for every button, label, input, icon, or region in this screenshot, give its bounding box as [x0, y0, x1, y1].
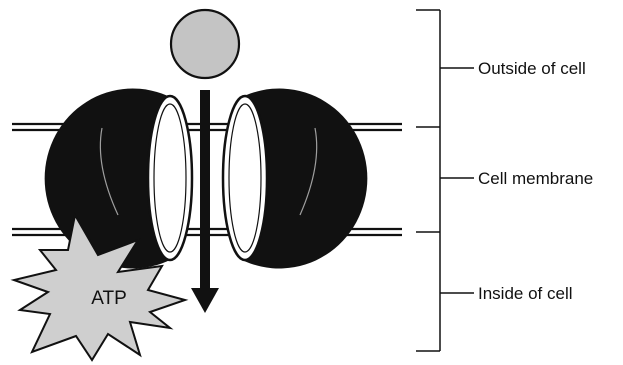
channel-protein-right-half: [221, 88, 368, 269]
channel-protein-left-half: [44, 88, 194, 269]
atp-burst-shape: [10, 212, 189, 362]
outside-of-cell-label: Outside of cell: [478, 59, 586, 78]
inside-of-cell-label: Inside of cell: [478, 284, 573, 303]
transported-molecule: [169, 8, 241, 80]
region-bracket: [416, 9, 474, 352]
cell-membrane-label: Cell membrane: [478, 169, 593, 188]
atp-label: ATP: [91, 288, 127, 309]
transport-direction-arrow: [191, 90, 219, 313]
atp-burst: ATP: [10, 212, 189, 362]
